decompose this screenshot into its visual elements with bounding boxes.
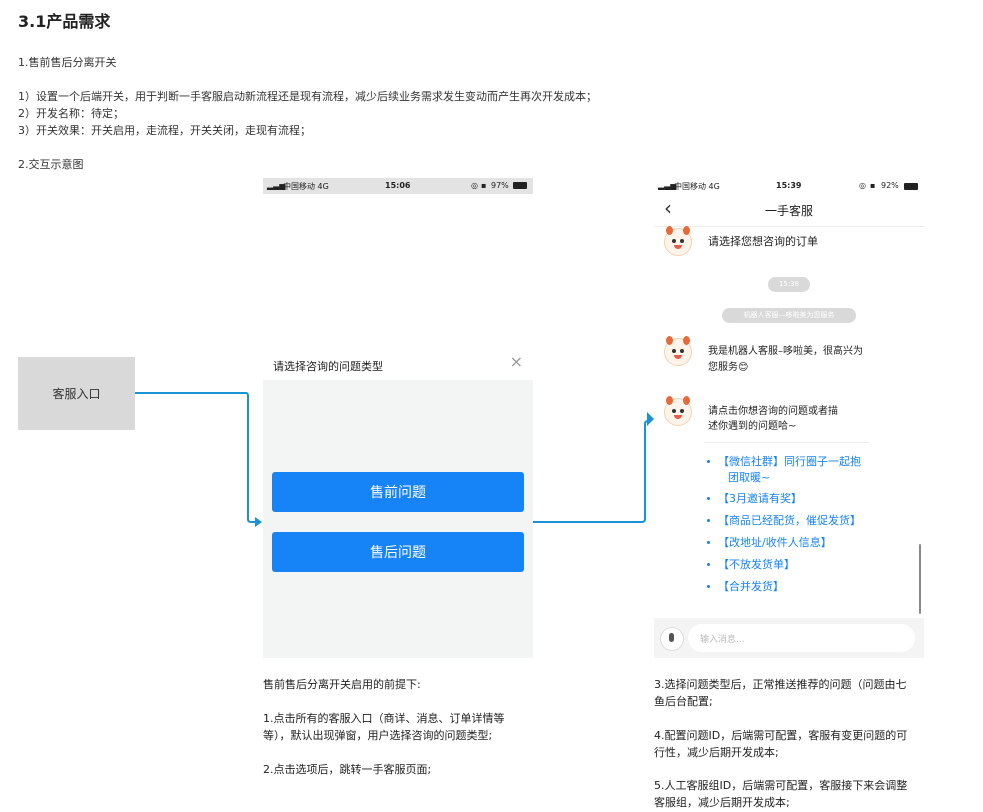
msg-greet-text: 您服务 <box>708 362 738 373</box>
smile-emoji-icon: 😊 <box>738 362 749 373</box>
note-right-4b: 行性，减少后期开发成本; <box>654 746 779 759</box>
msg-greet-line2: 您服务😊 <box>708 360 748 376</box>
presale-button[interactable]: 售前问题 <box>272 472 524 512</box>
bot-avatar-icon <box>664 396 692 426</box>
faq-link-community-cont[interactable]: 团取暖~ <box>728 471 771 484</box>
dialog-header: 请选择咨询的问题类型 × <box>263 348 533 380</box>
chat-title: 一手客服 <box>764 204 813 218</box>
note-left-title: 售前售后分离开关启用的前提下: <box>263 678 421 691</box>
note-left-1a: 1.点击所有的客服入口（商详、消息、订单详情等 <box>263 712 505 725</box>
point-2: 2）开发名称：待定； <box>18 107 124 120</box>
battery-percent: 97% <box>491 181 509 190</box>
phone1-status-bar: ▂▃▅ 中国移动 4G 15:06 ◎ ▪ 97% <box>263 178 533 194</box>
note-right-5a: 5.人工客服组ID，后端需可配置，客服接下来会调整 <box>654 779 908 792</box>
connector-entry-to-dialog <box>135 392 257 523</box>
close-icon[interactable]: × <box>509 352 523 371</box>
scrollbar[interactable] <box>919 544 921 614</box>
section-title-interaction: 2.交互示意图 <box>18 158 84 171</box>
point-1: 1）设置一个后端开关，用于判断一手客服启动新流程还是现有流程，减少后续业务需求发… <box>18 90 597 103</box>
signal-icon: ▂▃▅ <box>658 181 677 190</box>
chat-screen: ▂▃▅ 中国移动 4G 15:39 ◎ ▪ 92% ‹ 一手客服 请选择您想咨询… <box>654 178 924 658</box>
alarm-icon: ◎ <box>471 181 478 190</box>
phone2-status-bar: ▂▃▅ 中国移动 4G 15:39 ◎ ▪ 92% <box>654 178 924 194</box>
note-left-1b: 等），默认出现弹窗，用户选择咨询的问题类型; <box>263 729 493 742</box>
faq-link-urge-shipping[interactable]: 【商品已经配货，催促发货】 <box>707 512 861 529</box>
message-input-placeholder: 输入消息... <box>700 635 745 645</box>
arrow-head-chat <box>647 412 654 426</box>
status-time: 15:39 <box>776 181 802 190</box>
status-time: 15:06 <box>385 181 411 190</box>
faq-link-merge-shipping[interactable]: 【合并发货】 <box>707 578 784 595</box>
connector-dialog-to-chat <box>533 420 650 523</box>
lock-icon: ▪ <box>870 181 876 190</box>
msg-order: 请选择您想咨询的订单 <box>708 235 818 248</box>
alarm-icon: ◎ <box>859 181 866 190</box>
bot-avatar-icon <box>664 226 692 256</box>
battery-percent: 92% <box>881 181 899 190</box>
note-right-5b: 客服组，减少后期开发成本; <box>654 796 790 809</box>
point-3: 3）开关效果：开关启用，走流程，开关关闭，走现有流程； <box>18 124 311 137</box>
message-input[interactable]: 输入消息... <box>688 624 915 652</box>
service-entry-label: 客服入口 <box>52 387 101 401</box>
faq-link-no-invoice[interactable]: 【不放发货单】 <box>707 556 795 573</box>
faq-link-invite[interactable]: 【3月邀请有奖】 <box>707 490 802 507</box>
faq-link-community[interactable]: 【微信社群】同行圈子一起抱 <box>707 453 861 470</box>
msg-ask-line2: 述你遇到的问题哈~ <box>708 421 797 432</box>
note-right-3b: 鱼后台配置; <box>654 695 713 708</box>
carrier-label: 中国移动 4G <box>283 182 329 191</box>
carrier-label: 中国移动 4G <box>674 182 720 191</box>
section-title-switch: 1.售前售后分离开关 <box>18 56 117 69</box>
mic-icon[interactable] <box>660 627 684 651</box>
time-pill: 15:38 <box>768 277 810 292</box>
battery-icon <box>513 182 527 189</box>
back-icon[interactable]: ‹ <box>664 196 672 220</box>
chat-nav-bar: ‹ 一手客服 <box>654 196 924 227</box>
lock-icon: ▪ <box>481 181 487 190</box>
note-left-2: 2.点击选项后，跳转一手客服页面; <box>263 763 432 776</box>
page-title: 3.1产品需求 <box>18 12 111 31</box>
msg-ask-line1: 请点击你想咨询的问题或者描 <box>708 406 838 417</box>
battery-icon <box>904 183 918 190</box>
note-right-4a: 4.配置问题ID，后端需可配置，客服有变更问题的可 <box>654 729 908 742</box>
chat-input-bar: 输入消息... <box>654 618 924 658</box>
arrow-head-dialog <box>255 517 262 527</box>
note-right-3a: 3.选择问题类型后，正常推送推荐的问题（问题由七 <box>654 678 907 691</box>
bot-avatar-icon <box>664 336 692 366</box>
aftersale-button[interactable]: 售后问题 <box>272 532 524 572</box>
msg-greet-line1: 我是机器人客服–哆啦美，很高兴为 <box>708 346 863 357</box>
signal-icon: ▂▃▅ <box>267 181 286 190</box>
divider <box>704 442 869 443</box>
service-pill: 机器人客服—哆啦美为您服务 <box>722 308 856 323</box>
dialog-title: 请选择咨询的问题类型 <box>273 360 383 373</box>
service-entry-box[interactable]: 客服入口 <box>18 357 135 430</box>
question-type-dialog: 请选择咨询的问题类型 × 售前问题 售后问题 <box>263 348 533 658</box>
faq-link-change-address[interactable]: 【改地址/收件人信息】 <box>707 534 832 551</box>
